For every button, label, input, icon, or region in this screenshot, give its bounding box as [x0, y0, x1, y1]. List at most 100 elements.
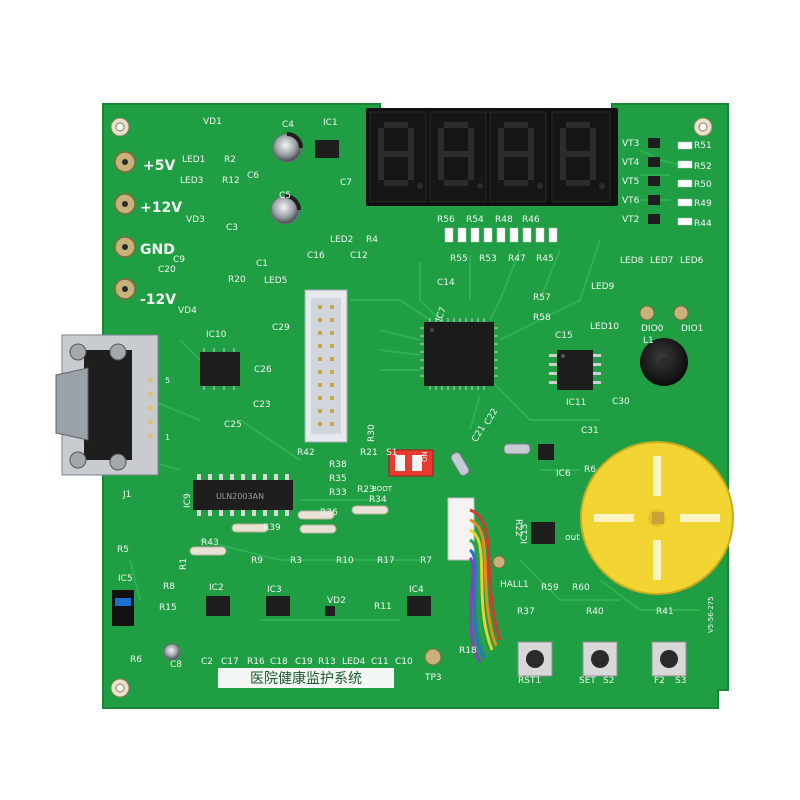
- segment: [468, 154, 474, 180]
- svg-text:C26: C26: [254, 365, 272, 375]
- svg-text:VT4: VT4: [622, 158, 640, 168]
- segment: [560, 128, 566, 154]
- svg-text:R9: R9: [251, 556, 263, 566]
- svg-text:C8: C8: [170, 660, 182, 670]
- header-pin: [318, 370, 322, 374]
- crystal: [450, 452, 470, 476]
- header-pin: [318, 422, 322, 426]
- segment: [378, 154, 384, 180]
- svg-text:R54: R54: [466, 215, 484, 225]
- header-pin: [318, 344, 322, 348]
- svg-text:IC4: IC4: [409, 585, 424, 595]
- svg-text:R53: R53: [479, 254, 497, 264]
- svg-text:RST1: RST1: [518, 676, 541, 686]
- segment: [566, 122, 590, 128]
- decimal-point: [417, 183, 423, 189]
- segment: [408, 154, 414, 180]
- header-pin: [330, 305, 334, 309]
- svg-text:C29: C29: [272, 323, 290, 333]
- svg-text:BOOT: BOOT: [372, 485, 393, 493]
- svg-text:IC2: IC2: [209, 583, 224, 593]
- db9-connector: [55, 334, 159, 476]
- segment: [384, 151, 408, 157]
- svg-text:R49: R49: [694, 199, 712, 209]
- svg-text:C14: C14: [437, 278, 455, 288]
- svg-text:C18: C18: [270, 657, 288, 667]
- svg-text:TP3: TP3: [424, 673, 442, 683]
- svg-text:R40: R40: [586, 607, 604, 617]
- svg-text:C16: C16: [307, 251, 325, 261]
- svg-text:R43: R43: [201, 538, 219, 548]
- board-title: 医院健康监护系统: [250, 670, 362, 687]
- svg-text:C31: C31: [581, 426, 599, 436]
- svg-text:R8: R8: [163, 582, 175, 592]
- seven-segment-display: [366, 108, 618, 206]
- svg-text:R6: R6: [584, 465, 596, 475]
- svg-text:R52: R52: [694, 162, 712, 172]
- header-pin: [330, 357, 334, 361]
- svg-text:R59: R59: [541, 583, 559, 593]
- svg-text:C19: C19: [295, 657, 313, 667]
- svg-text:LED5: LED5: [264, 276, 287, 286]
- header-pin: [330, 344, 334, 348]
- svg-text:HALL1: HALL1: [500, 580, 529, 590]
- svg-text:1: 1: [165, 433, 170, 442]
- power-label-neg12v: -12V: [140, 292, 176, 308]
- svg-text:R41: R41: [656, 607, 674, 617]
- header-pin: [330, 331, 334, 335]
- svg-text:R13: R13: [318, 657, 336, 667]
- segment: [408, 128, 414, 154]
- svg-text:C7: C7: [340, 178, 352, 188]
- svg-text:LED6: LED6: [680, 256, 704, 266]
- svg-text:VT3: VT3: [622, 139, 639, 149]
- svg-text:R37: R37: [517, 607, 535, 617]
- svg-text:C10: C10: [395, 657, 413, 667]
- svg-text:IC11: IC11: [566, 398, 586, 408]
- ir-sensor-ic5: [112, 590, 134, 626]
- svg-text:R12: R12: [222, 176, 240, 186]
- segment: [504, 180, 528, 186]
- svg-text:R23: R23: [357, 485, 375, 495]
- dip-switch-s1[interactable]: [388, 449, 434, 477]
- svg-text:C23: C23: [253, 400, 271, 410]
- push-buttons[interactable]: [517, 641, 687, 677]
- crystal-2: [503, 443, 531, 455]
- svg-text:R15: R15: [159, 603, 177, 613]
- segment: [438, 128, 444, 154]
- segment: [560, 154, 566, 180]
- svg-text:VT2: VT2: [622, 215, 639, 225]
- segment: [566, 151, 590, 157]
- svg-text:DIO1: DIO1: [681, 324, 703, 334]
- svg-text:LED10: LED10: [590, 322, 619, 332]
- svg-text:LED8: LED8: [620, 256, 644, 266]
- svg-text:SET: SET: [579, 676, 596, 686]
- small-ics: [206, 444, 555, 616]
- segment: [528, 154, 534, 180]
- svg-text:R50: R50: [694, 180, 712, 190]
- segment: [590, 154, 596, 180]
- ic11: [549, 350, 601, 390]
- svg-text:V5-56-275: V5-56-275: [707, 596, 715, 633]
- header-pin: [330, 409, 334, 413]
- svg-text:R7: R7: [420, 556, 432, 566]
- segment: [504, 151, 528, 157]
- display-resistor-row: [444, 227, 558, 243]
- svg-text:R22: R22: [513, 519, 523, 537]
- svg-text:R1: R1: [179, 558, 189, 570]
- svg-text:VT5: VT5: [622, 177, 639, 187]
- power-label-12v: +12V: [140, 200, 182, 216]
- svg-text:R30: R30: [367, 424, 377, 442]
- svg-text:IC7: IC7: [434, 306, 448, 323]
- header-pin: [330, 370, 334, 374]
- segment: [498, 154, 504, 180]
- svg-text:C15: C15: [555, 331, 573, 341]
- power-terminals: +5V +12V GND -12V: [114, 151, 182, 308]
- svg-text:VT6: VT6: [622, 196, 640, 206]
- svg-text:DIO0: DIO0: [641, 324, 664, 334]
- header-pin: [318, 318, 322, 322]
- ribbon-wires: [468, 508, 502, 663]
- segment: [384, 180, 408, 186]
- segment: [504, 122, 528, 128]
- segment: [444, 122, 468, 128]
